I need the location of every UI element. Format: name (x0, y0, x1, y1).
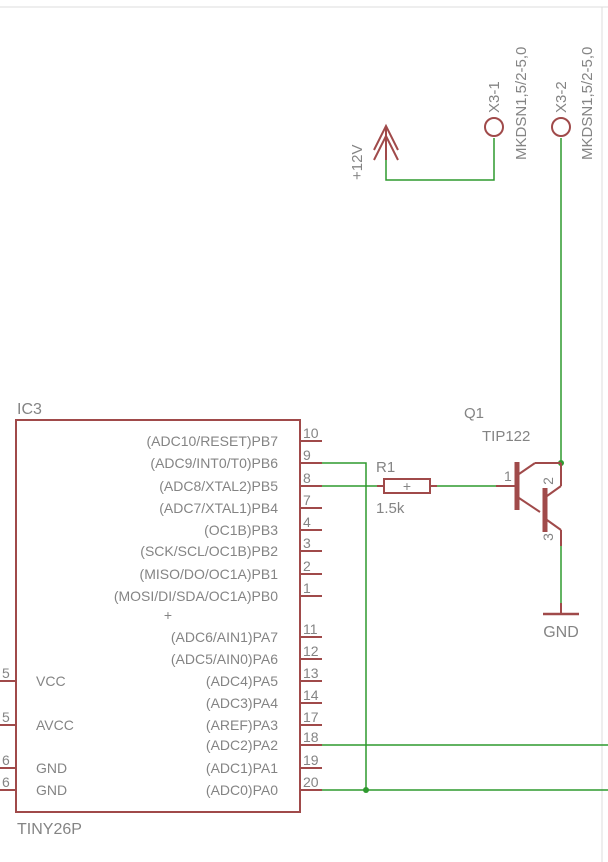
net-pb6-wire (322, 462, 367, 790)
q1-value: TIP122 (482, 428, 530, 445)
x3-1-value: MKDSN1,5/2-5,0 (513, 47, 530, 160)
ic3-pin-number: 19 (303, 752, 319, 768)
ic3: IC3 TINY26P + (ADC10/RESET)PB7 10 (ADC9/IN… (0, 401, 322, 838)
connector-x3-1: X3-1 MKDSN1,5/2-5,0 (484, 47, 530, 160)
ic3-pin-label: VCC (36, 673, 66, 689)
ic3-pin-number: 20 (303, 774, 319, 790)
r1-value: 1.5k (376, 500, 405, 517)
ic3-pin-label: (ADC10/RESET)PB7 (147, 433, 279, 449)
ic3-pin-number: 12 (303, 643, 319, 659)
ic3-pin-number: 17 (303, 709, 319, 725)
ic3-pin-label: (ADC9/INT0/T0)PB6 (150, 455, 278, 471)
ic3-pin-number: 2 (303, 558, 311, 574)
q1-pin-emitter: 3 (540, 533, 556, 541)
ic3-pin-label: AVCC (36, 717, 74, 733)
ic3-pin-label: (ADC4)PA5 (206, 673, 278, 689)
ic3-name: IC3 (17, 401, 42, 418)
ic3-pin-label: (MISO/DO/OC1A)PB1 (140, 566, 279, 582)
connector-x3-2: X3-2 MKDSN1,5/2-5,0 (551, 47, 596, 160)
supply-12v-label: +12V (349, 145, 366, 180)
ic3-pin-label: (ADC0)PA0 (206, 782, 278, 798)
x3-1-name: X3-1 (486, 81, 503, 113)
ic3-pin-label: (ADC3)PA4 (206, 695, 278, 711)
ic3-pin-label: (MOSI/DI/SDA/OC1A)PB0 (114, 588, 278, 604)
x3-2-pad (551, 117, 571, 137)
ic3-value: TINY26P (17, 821, 82, 838)
ic3-pin-number: 3 (303, 535, 311, 551)
ic3-pin-number: 7 (303, 492, 311, 508)
q1-pin-collector: 2 (540, 477, 556, 485)
ic3-pin-label: (ADC1)PA1 (206, 760, 278, 776)
ic3-pin-label: (ADC2)PA2 (206, 737, 278, 753)
ic3-pin-label: (ADC7/XTAL1)PB4 (159, 500, 278, 516)
ic3-pin-number: 11 (303, 621, 318, 637)
ic3-pin-label: (ADC5/AIN0)PA6 (171, 651, 278, 667)
x3-2-name: X3-2 (553, 81, 570, 113)
transistor-q1 (496, 462, 562, 546)
ic3-pin-number: 4 (303, 514, 311, 530)
ic3-pin-label: (SCK/SCL/OC1B)PB2 (140, 543, 278, 559)
q1-collector-diag-2 (546, 485, 562, 497)
ic3-pin-number: 10 (303, 425, 319, 441)
ic3-pin-label: (AREF)PA3 (206, 717, 278, 733)
ic3-pin-number: 14 (303, 687, 319, 703)
supply-12v-symbol (373, 123, 399, 161)
q1-emitter-diag-2 (546, 519, 562, 531)
ic3-pin-number: 5 (2, 665, 10, 681)
resistor-r1: + R1 1.5k (376, 459, 437, 517)
ic3-pin-label: (OC1B)PB3 (204, 522, 278, 538)
q1-pin-base: 1 (504, 468, 512, 484)
gnd-label: GND (543, 624, 579, 641)
x3-1-pad (484, 117, 504, 137)
r1-mark: + (403, 478, 411, 494)
ic3-pin-label: (ADC8/XTAL2)PB5 (159, 478, 278, 494)
q1-emitter-diag-1 (518, 497, 541, 513)
ic3-pin-number: 6 (2, 752, 10, 768)
ic3-pin-label: GND (36, 760, 67, 776)
ic3-pin-number: 5 (2, 709, 10, 725)
ground-symbol: GND (543, 603, 579, 641)
nets (322, 138, 608, 791)
x3-2-value: MKDSN1,5/2-5,0 (579, 47, 596, 160)
ic3-pin-number: 13 (303, 665, 319, 681)
junction-pa0 (363, 787, 369, 793)
ic3-pin-number: 1 (303, 580, 311, 596)
ic3-center-mark: + (164, 607, 172, 623)
r1-name: R1 (376, 459, 395, 476)
ic3-pin-number: 6 (2, 774, 10, 790)
q1-name: Q1 (464, 405, 484, 422)
net-12v-wire (385, 138, 495, 181)
ic3-pin-number: 9 (303, 447, 311, 463)
ic3-pin-number: 8 (303, 470, 311, 486)
ic3-pin-number: 18 (303, 729, 319, 745)
ic3-body (15, 419, 301, 813)
ic3-right-pins: (ADC10/RESET)PB7 10 (ADC9/INT0/T0)PB6 9 (ADC… (114, 425, 322, 798)
ic3-pin-label: (ADC6/AIN1)PA7 (171, 629, 278, 645)
ic3-pin-label: GND (36, 782, 67, 798)
q1-collector-diag-1 (518, 462, 536, 475)
